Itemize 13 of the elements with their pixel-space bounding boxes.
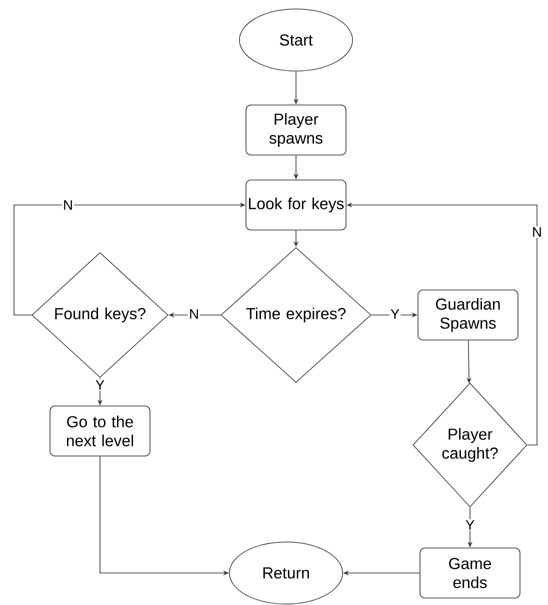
process-box: Game ends xyxy=(420,548,520,598)
edge-label: Y xyxy=(389,308,401,320)
edge-label: N xyxy=(188,308,200,320)
process-box: Guardian Spawns xyxy=(418,290,518,340)
process-box: Go to the next level xyxy=(50,406,150,456)
start-oval: Start xyxy=(239,8,353,72)
end-oval: Return xyxy=(229,542,343,604)
process-box: Player spawns xyxy=(246,104,346,156)
edge-label: N xyxy=(530,226,544,238)
edge-label: Y xyxy=(94,379,106,391)
edge-label: Y xyxy=(464,519,476,531)
edge-label: N xyxy=(62,199,74,211)
process-box: Look for keys xyxy=(246,180,346,230)
